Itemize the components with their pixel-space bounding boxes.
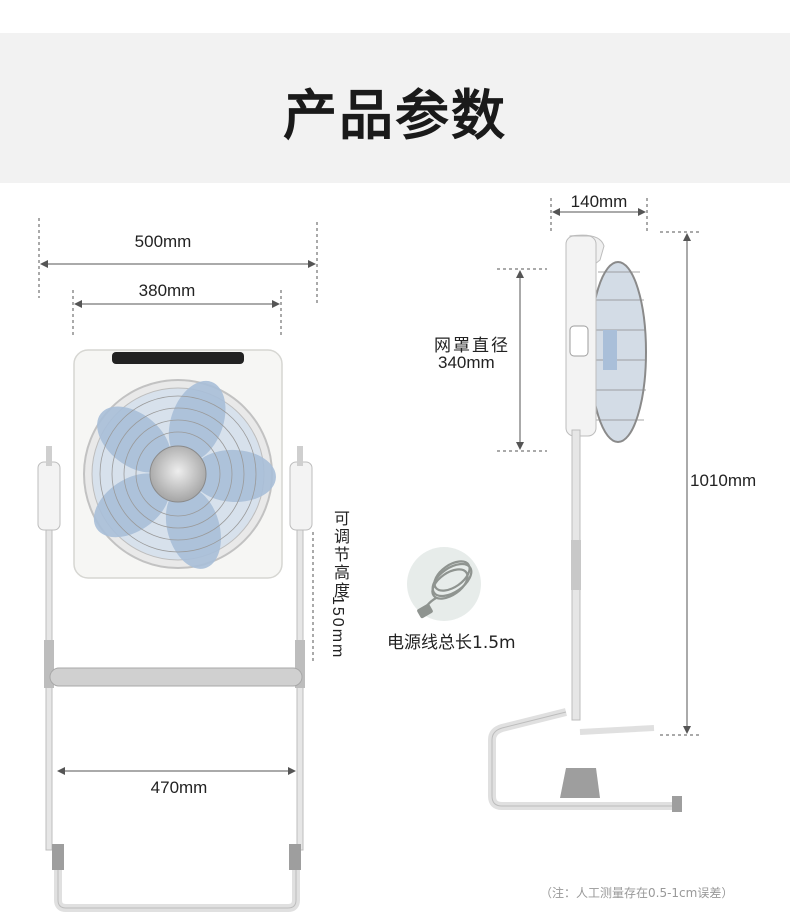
power-cord-label: 电源线总长1.5m xyxy=(387,633,516,653)
total-height-label: 1010mm xyxy=(690,471,757,490)
page-title: 产品参数 xyxy=(283,84,507,147)
side-dimension-lines xyxy=(497,198,700,736)
power-cord-image xyxy=(407,547,481,621)
front-view-fan xyxy=(37,349,313,912)
guard-diameter-label: 网罩直径 xyxy=(434,336,510,356)
measurement-footnote: （注：人工测量存在0.5-1cm误差） xyxy=(540,886,734,900)
title-banner: 产品参数 xyxy=(0,33,790,183)
side-view-fan xyxy=(488,234,682,812)
overall-width-label: 500mm xyxy=(134,232,192,251)
adjustable-height-value: 150mm xyxy=(329,596,346,660)
base-width-label: 470mm xyxy=(150,778,208,797)
body-width-label: 380mm xyxy=(138,281,196,300)
front-dimension-lines xyxy=(38,218,318,775)
depth-label: 140mm xyxy=(570,192,628,211)
adjustable-height-label: 可调节高度 xyxy=(331,510,350,600)
guard-diameter-value: 340mm xyxy=(438,353,495,372)
